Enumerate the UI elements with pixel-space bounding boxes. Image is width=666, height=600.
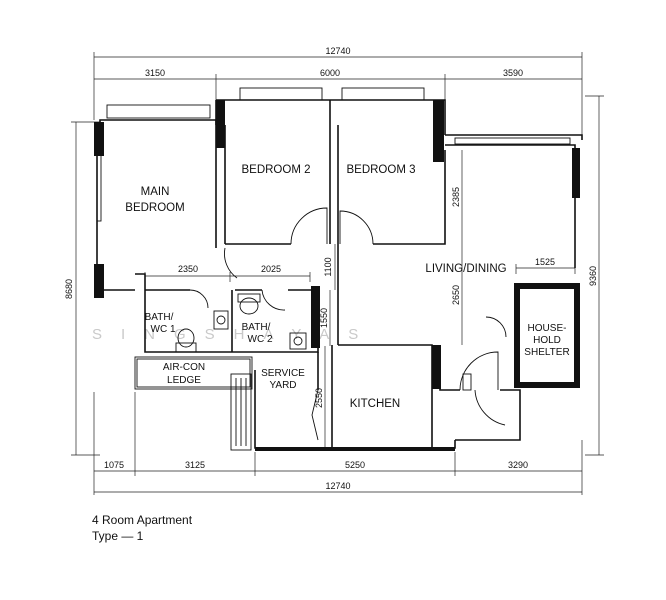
dim-top-total: 12740	[325, 46, 350, 56]
room-labels: MAIN BEDROOM BEDROOM 2 BEDROOM 3 LIVING/…	[125, 164, 569, 410]
bath-1-label-1: BATH/	[145, 312, 174, 323]
dim-right-height: 9360	[588, 266, 598, 286]
main-bedroom-label-2: BEDROOM	[125, 202, 184, 214]
walls	[96, 87, 583, 451]
bedroom-3-label: BEDROOM 3	[346, 164, 415, 176]
shelter-label-1: HOUSE-	[528, 323, 567, 334]
dim-bath-2-width: 2025	[261, 264, 281, 274]
dim-bottom-2: 3125	[185, 460, 205, 470]
dim-yard-depth: 2550	[314, 388, 324, 408]
watermark-text: SINGSHAYAS	[92, 326, 377, 343]
dim-top-left: 3150	[145, 68, 165, 78]
kitchen-label: KITCHEN	[350, 398, 400, 410]
service-yard-label-2: YARD	[269, 380, 296, 391]
caption-title: 4 Room Apartment	[92, 513, 193, 527]
structural-columns	[94, 100, 580, 389]
bath-2-label-2: WC 2	[248, 334, 273, 345]
aircon-ledge-label-2: LEDGE	[167, 375, 201, 386]
dim-top-right: 3590	[503, 68, 523, 78]
dim-bath-height: 1550	[319, 308, 329, 328]
dim-living-depth: 2650	[451, 285, 461, 305]
dim-bottom-4: 3290	[508, 460, 528, 470]
dimension-lines	[71, 52, 604, 495]
dim-bath-1-width: 2350	[178, 264, 198, 274]
shelter-label-2: HOLD	[533, 335, 561, 346]
main-bedroom-label-1: MAIN	[141, 186, 170, 198]
dim-bottom-total: 12740	[325, 481, 350, 491]
dim-bottom-3: 5250	[345, 460, 365, 470]
dim-bottom-1: 1075	[104, 460, 124, 470]
living-dining-label: LIVING/DINING	[425, 263, 506, 275]
bath-2-label-1: BATH/	[242, 322, 271, 333]
bath-1-label-2: WC 1	[151, 324, 176, 335]
dim-shelter-width: 1525	[535, 257, 555, 267]
bedroom-2-label: BEDROOM 2	[241, 164, 310, 176]
aircon-ledge-label-1: AIR-CON	[163, 362, 205, 373]
dim-corridor: 1100	[323, 257, 333, 276]
door-swings	[189, 207, 507, 441]
caption-type: Type — 1	[92, 529, 144, 543]
dim-top-mid: 6000	[320, 68, 340, 78]
dim-left-height: 8680	[64, 279, 74, 299]
shelter-label-3: SHELTER	[524, 347, 569, 358]
dimension-labels: 12740 3150 6000 3590 1075 3125 5250 3290…	[64, 46, 598, 491]
dim-bed3-depth: 2385	[451, 187, 461, 207]
service-yard-label-1: SERVICE	[261, 368, 305, 379]
fixtures	[175, 293, 307, 353]
